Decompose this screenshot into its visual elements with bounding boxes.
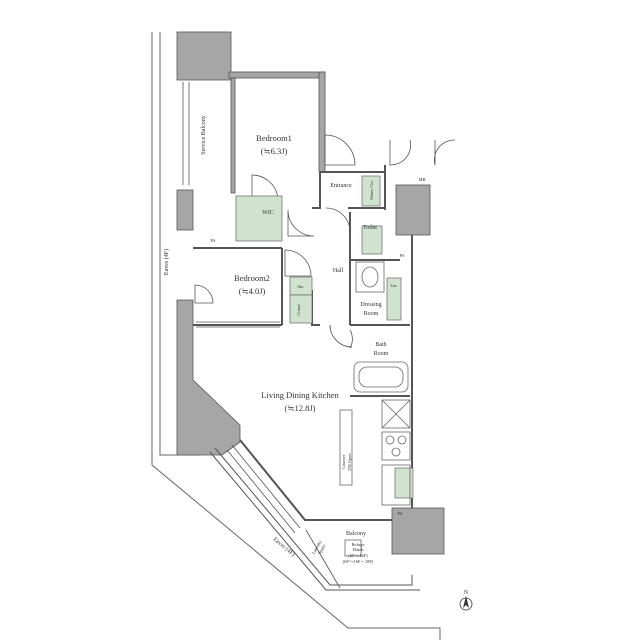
balcony-railing (209, 447, 420, 591)
structural-walls (176, 31, 445, 555)
mb-label: MB (418, 177, 425, 182)
dressing-room-line1: Dressing (360, 302, 381, 308)
eaves-bottom-label: Eaves (4F) (272, 536, 297, 558)
service-balcony-label: Service Balcony (201, 115, 207, 155)
wic-label: WIC (262, 210, 274, 216)
bath-room-line1: Bath (375, 342, 386, 348)
green-fixtures (235, 175, 414, 499)
ps-right-label: PS (399, 253, 405, 258)
counter-line2: DN Open (347, 453, 352, 471)
refuge-line4: (6F～16F・18F) (343, 559, 374, 564)
laundry-line2: Space (317, 543, 327, 555)
storage-label: Sto. (297, 284, 304, 289)
windows (182, 82, 341, 589)
bath-room-line2: Room (374, 351, 389, 357)
counter-line1: Counter (341, 454, 346, 469)
fixtures (339, 261, 411, 557)
refuge-line3: (6F～14F) (348, 553, 368, 558)
dressing-room-line2: Room (364, 311, 379, 317)
toilet-label: Toilet (363, 225, 377, 231)
closet-label: Closet (296, 304, 301, 316)
hall-label: Hall (333, 268, 344, 274)
bedroom2-size: (≒4.0J) (239, 286, 266, 296)
entrance-label: Entrance (330, 183, 352, 189)
eaves-left-label: Eaves (4F) (163, 249, 170, 275)
ps-bottom-label: PS (397, 511, 403, 516)
north-arrow-icon (459, 596, 473, 611)
ldk-size: (≒12.8J) (285, 403, 316, 413)
north-label: N (464, 590, 469, 596)
bedroom1-name: Bedroom1 (256, 133, 292, 143)
bedroom1-size: (≒6.3J) (261, 146, 288, 156)
balcony-label: Balcony (346, 531, 366, 537)
ldk-name: Living Dining Kitchen (261, 390, 339, 400)
refuge-line2: Hatch (353, 547, 364, 552)
interior-walls (193, 165, 413, 521)
shoes-closet-label: Shoes Clo. (369, 180, 374, 200)
ps-left-label: PS (210, 238, 216, 243)
refuge-line1: Refuge (352, 542, 365, 547)
bedroom2-name: Bedroom2 (234, 273, 270, 283)
linen-label: Lin. (390, 283, 397, 288)
